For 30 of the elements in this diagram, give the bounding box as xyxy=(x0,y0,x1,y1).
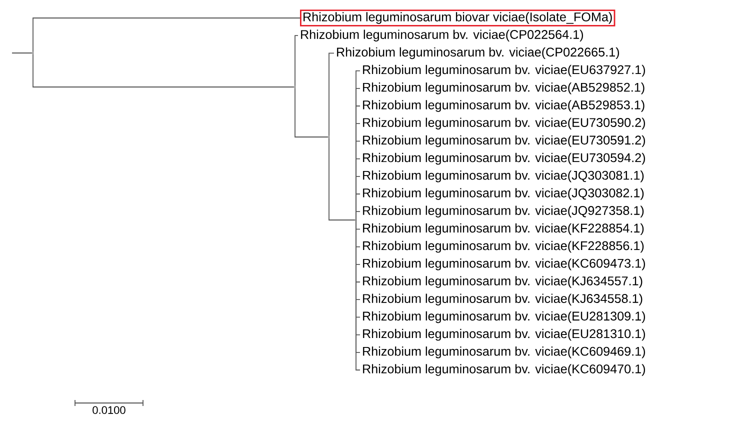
taxon-label: Rhizobium leguminosarum bv. viciae(KF228854.1) xyxy=(363,223,644,236)
tree-branch xyxy=(32,18,300,53)
tree-branch xyxy=(328,52,334,137)
taxon-label: Rhizobium leguminosarum bv. viciae(KC609469.1) xyxy=(363,346,646,358)
tree-branch xyxy=(328,137,356,220)
taxon-label: Rhizobium leguminosarum bv. viciae(CP022564.1) xyxy=(301,30,584,42)
tree-branch xyxy=(294,87,329,138)
taxon-label: Rhizobium leguminosarum bv. viciae(KC609470.1) xyxy=(363,364,646,376)
taxon-label: Rhizobium leguminosarum bv. viciae(AB529853.1) xyxy=(363,100,644,112)
taxon-label: Rhizobium leguminosarum bv. viciae(JQ303081.1) xyxy=(363,170,644,182)
taxon-label: Rhizobium leguminosarum bv. viciae(JQ303082.1) xyxy=(363,188,644,200)
taxon-label: Rhizobium leguminosarum bv. viciae(KC609473.1) xyxy=(363,258,646,270)
tree-branch xyxy=(32,53,295,88)
taxon-label: Rhizobium leguminosarum bv. viciae(EU637927.1) xyxy=(363,64,646,77)
taxon-label: Rhizobium leguminosarum bv. viciae(KJ634558.1) xyxy=(363,294,642,306)
scale-label: 0.0100 xyxy=(92,406,126,414)
taxon-label: Rhizobium leguminosarum bv. viciae(JQ927358.1) xyxy=(363,206,644,218)
taxon-label: Rhizobium leguminosarum bv. viciae(KF228856.1) xyxy=(363,240,644,253)
highlighted-taxon-label: Rhizobium leguminosarum biovar viciae(Isolate_FOMa) xyxy=(300,10,616,26)
tree-branch xyxy=(12,52,33,54)
taxon-label: Rhizobium leguminosarum bv. viciae(AB529852.1) xyxy=(363,82,644,94)
taxon-label: Rhizobium leguminosarum bv. viciae(CP022665.1) xyxy=(337,47,620,60)
taxon-label: Rhizobium leguminosarum bv. viciae(EU281310.1) xyxy=(363,328,646,341)
tree-branch xyxy=(294,35,298,87)
taxon-label: Rhizobium leguminosarum bv. viciae(EU730594.2) xyxy=(363,152,646,165)
taxon-label: Rhizobium leguminosarum bv. viciae(EU281309.1) xyxy=(363,311,646,324)
taxon-label: Rhizobium leguminosarum bv. viciae(KJ634557.1) xyxy=(363,276,642,288)
tree-branch xyxy=(356,211,360,220)
taxon-label: Rhizobium leguminosarum bv. viciae(EU730590.2) xyxy=(363,118,646,130)
taxon-label: Rhizobium leguminosarum bv. viciae(EU730591.2) xyxy=(363,135,646,148)
